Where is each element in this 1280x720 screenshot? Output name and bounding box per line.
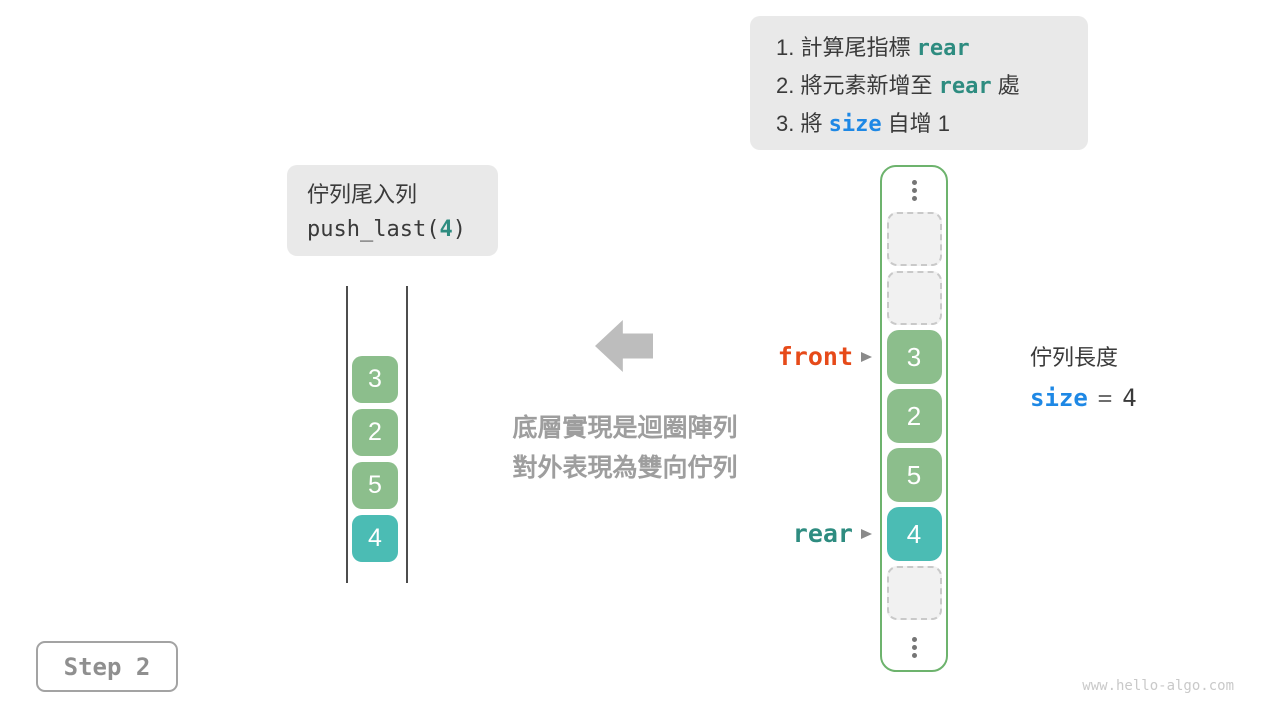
center-caption: 底層實現是迴圈陣列 對外表現為雙向佇列 bbox=[460, 408, 790, 488]
queue-cell: 4 bbox=[352, 515, 398, 562]
code-argument: 4 bbox=[439, 217, 453, 242]
equals-sign: = bbox=[1097, 384, 1113, 412]
ellipsis-dot bbox=[911, 196, 917, 201]
step-line-1: 1. 計算尾指標 rear bbox=[776, 29, 1088, 67]
ellipsis-dot bbox=[911, 645, 917, 650]
step-code-token: rear bbox=[938, 74, 992, 99]
step-code-token: rear bbox=[916, 36, 970, 61]
right-arrowhead-icon bbox=[861, 528, 872, 539]
queue-cell: 3 bbox=[352, 356, 398, 403]
ellipsis-icon bbox=[911, 180, 917, 201]
step-text: 處 bbox=[991, 73, 1020, 98]
array-slot: 2 bbox=[886, 389, 942, 443]
watermark: www.hello-algo.com bbox=[1082, 678, 1234, 694]
size-token: size bbox=[1030, 384, 1088, 412]
step-text: 2. 將元素新增至 bbox=[776, 73, 939, 98]
step-badge: Step 2 bbox=[36, 641, 178, 692]
ellipsis-icon bbox=[911, 637, 917, 658]
empty-slot bbox=[886, 271, 942, 325]
queue-cell: 5 bbox=[352, 462, 398, 509]
caption-line-1: 底層實現是迴圈陣列 bbox=[512, 414, 738, 442]
ellipsis-dot bbox=[911, 188, 917, 193]
left-arrow-icon bbox=[595, 320, 653, 372]
array-slot: 4 bbox=[886, 507, 942, 561]
right-arrowhead-icon bbox=[861, 351, 872, 362]
queue-length-expression: size = 4 bbox=[1030, 384, 1137, 412]
operation-code: push_last(4) bbox=[307, 212, 498, 248]
front-pointer-label: front bbox=[777, 342, 853, 371]
queue-length-value: 4 bbox=[1122, 384, 1137, 412]
abstract-queue: 3 2 5 4 bbox=[352, 356, 398, 562]
step-line-3: 3. 將 size 自增 1 bbox=[776, 105, 1088, 143]
front-pointer: front bbox=[757, 342, 872, 371]
ellipsis-dot bbox=[911, 180, 917, 185]
operation-title: 佇列尾入列 bbox=[307, 182, 418, 207]
ellipsis-dot bbox=[911, 637, 917, 642]
queue-length-title: 佇列長度 bbox=[1030, 345, 1119, 370]
code-prefix: push_last( bbox=[307, 217, 440, 242]
step-text: 自增 1 bbox=[881, 111, 951, 136]
step-text: 1. 計算尾指標 bbox=[776, 35, 917, 60]
queue-rail-left bbox=[346, 286, 348, 583]
empty-slot bbox=[886, 212, 942, 266]
caption-line-2: 對外表現為雙向佇列 bbox=[512, 454, 738, 482]
step-text: 3. 將 bbox=[776, 111, 829, 136]
code-suffix: ) bbox=[452, 217, 466, 242]
array-slot: 3 bbox=[886, 330, 942, 384]
queue-rail-right bbox=[406, 286, 408, 583]
rear-pointer: rear bbox=[757, 519, 872, 548]
empty-slot bbox=[886, 566, 942, 620]
operation-box: 佇列尾入列 push_last(4) bbox=[287, 165, 498, 256]
array-slot: 5 bbox=[886, 448, 942, 502]
step-code-token: size bbox=[828, 112, 882, 137]
queue-length-info: 佇列長度 size = 4 bbox=[1030, 340, 1137, 412]
ellipsis-dot bbox=[911, 653, 917, 658]
rear-pointer-label: rear bbox=[792, 519, 853, 548]
queue-cell: 2 bbox=[352, 409, 398, 456]
step-line-2: 2. 將元素新增至 rear 處 bbox=[776, 67, 1088, 105]
